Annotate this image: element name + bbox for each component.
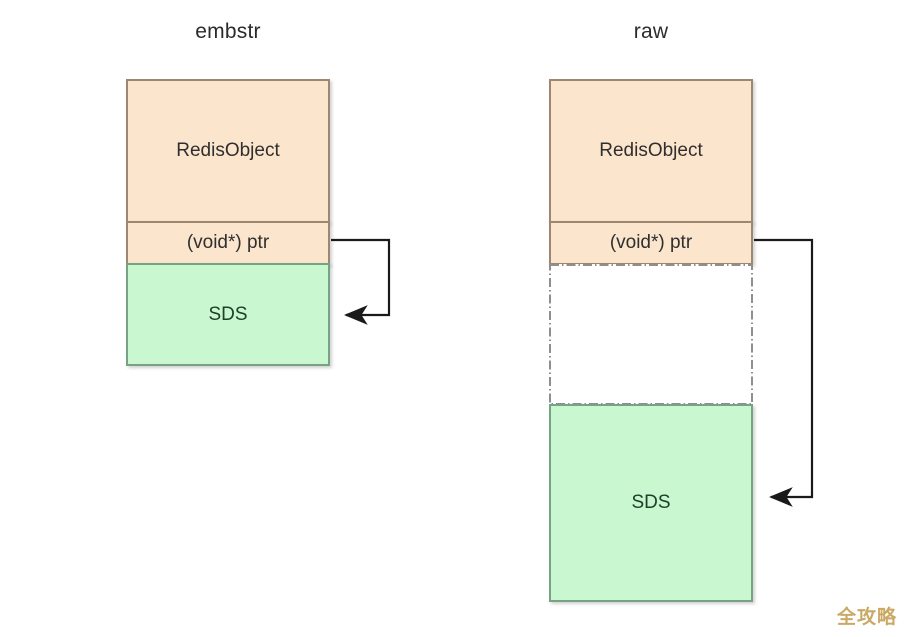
embstr-ptr-label: (void*) ptr [186, 232, 270, 253]
raw-gap-block [549, 264, 753, 405]
raw-redisobject-label: RedisObject [599, 140, 703, 161]
raw-sds-label: SDS [631, 492, 671, 513]
raw-ptr-arrow [754, 238, 814, 507]
embstr-redisobject-label: RedisObject [176, 140, 280, 161]
raw-sds-block: SDS [549, 404, 753, 602]
embstr-ptr-arrow [331, 238, 391, 325]
title-raw: raw [633, 20, 669, 43]
raw-ptr-block: (void*) ptr [549, 221, 753, 265]
raw-redisobject-block: RedisObject [549, 79, 753, 223]
embstr-sds-label: SDS [208, 303, 248, 325]
raw-ptr-label: (void*) ptr [609, 232, 693, 253]
title-embstr: embstr [195, 20, 261, 43]
embstr-ptr-block: (void*) ptr [126, 221, 330, 265]
embstr-sds-block: SDS [126, 263, 330, 366]
embstr-redisobject-block: RedisObject [126, 79, 330, 223]
watermark: 全攻略 [836, 606, 897, 628]
raw-gap-dashdot-border [549, 264, 753, 405]
